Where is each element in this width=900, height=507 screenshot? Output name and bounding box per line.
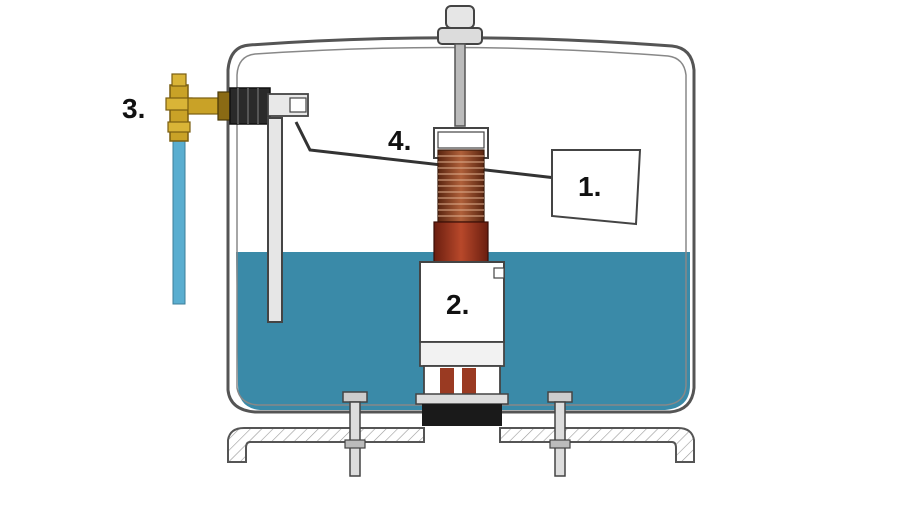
toilet-base <box>227 427 695 463</box>
label-flush-valve: 2. <box>446 289 469 320</box>
overflow-tube-icon <box>433 127 489 263</box>
left-bolt-icon <box>342 391 368 477</box>
right-bolt-icon <box>547 391 573 477</box>
label-inlet-valve: 3. <box>122 93 145 124</box>
inlet-valve-icon <box>165 73 309 305</box>
refill-tube <box>267 117 283 323</box>
float-arm <box>294 121 557 180</box>
label-float: 1. <box>578 171 601 202</box>
flush-button-icon <box>437 5 483 127</box>
label-overflow-tube: 4. <box>388 125 411 156</box>
flush-valve-icon <box>415 261 509 426</box>
float-icon <box>551 149 642 226</box>
